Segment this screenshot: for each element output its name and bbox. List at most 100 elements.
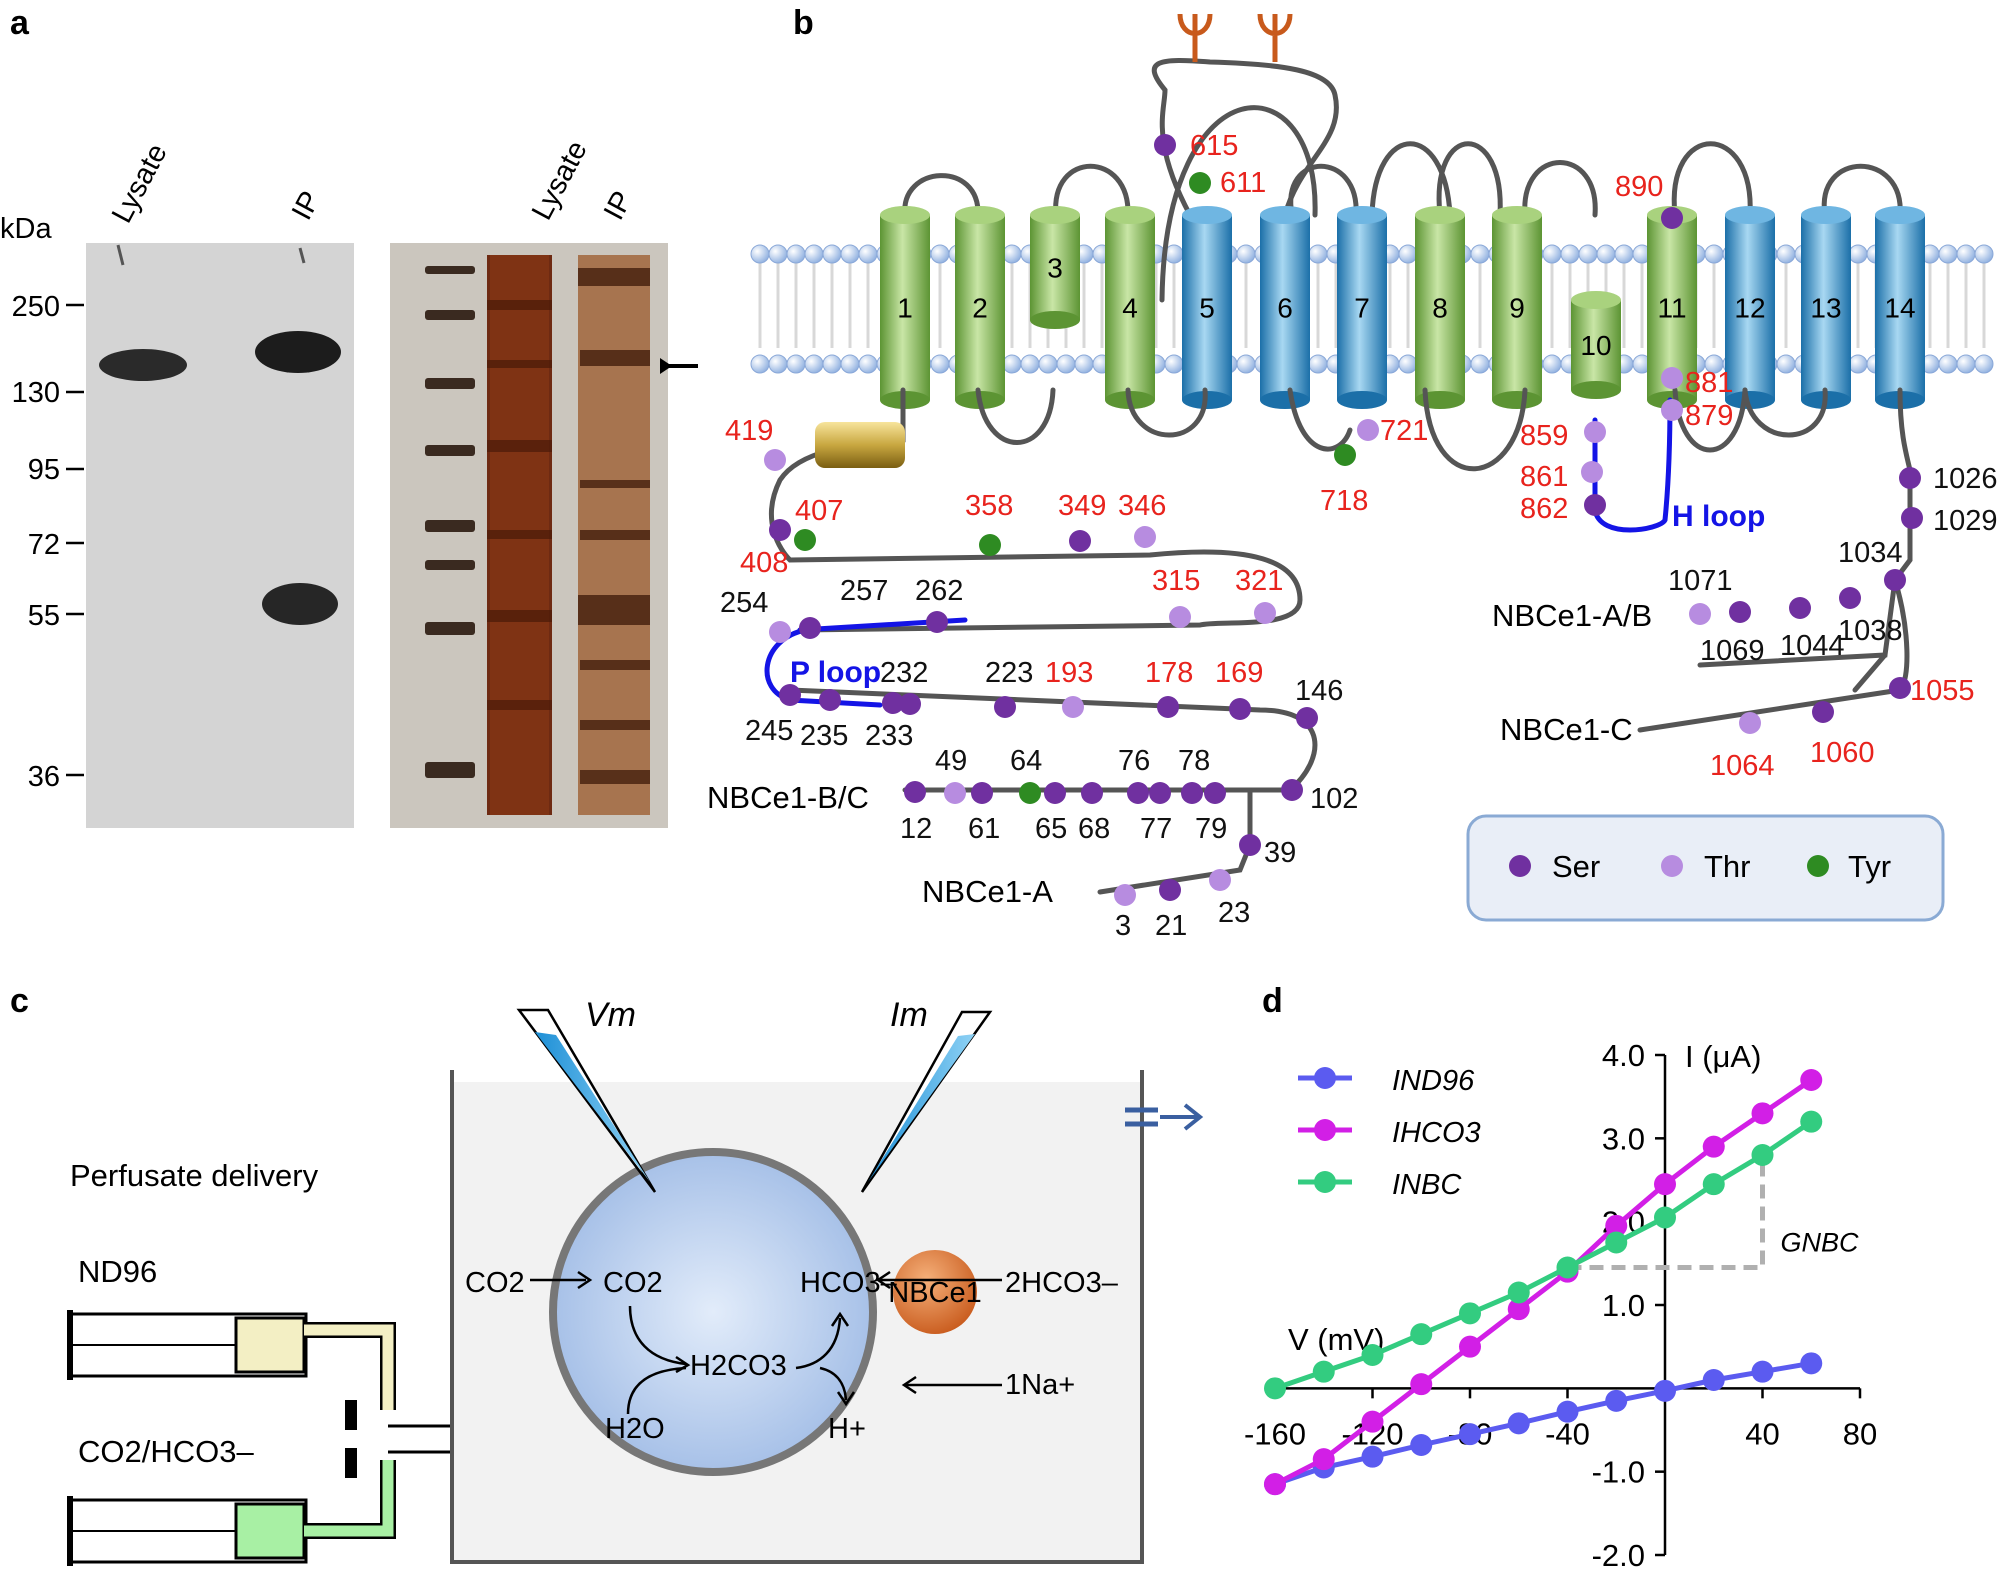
series-0-point [1751, 1360, 1774, 1383]
series-0-point [1556, 1400, 1579, 1423]
amphipathic-helix [815, 422, 905, 468]
site-1069-ser-dot [1729, 601, 1751, 623]
arrow-head-icon [660, 358, 672, 374]
h-ion: H+ [828, 1413, 866, 1445]
site-262-label: 262 [915, 575, 963, 607]
extracellular-loops [902, 58, 1903, 303]
site-23-thr-dot [1209, 869, 1231, 891]
site-79-ser-dot [1204, 782, 1226, 804]
iv-chart: -160-120-80-4040804.03.02.01.0-1.0-2.0I … [1244, 1038, 1877, 1573]
helix-3: 3 [1030, 206, 1080, 329]
series-2-point [1605, 1231, 1628, 1254]
y-tick-label: 4.0 [1602, 1038, 1645, 1073]
site-879-label: 879 [1685, 400, 1733, 432]
site-859-thr-dot [1584, 421, 1606, 443]
site-1064-label: 1064 [1710, 750, 1775, 782]
site-39-ser-dot [1239, 834, 1261, 856]
site-611-tyr-dot [1189, 172, 1211, 194]
panel-label-a: a [10, 4, 30, 42]
nbce1-label: NBCe1 [888, 1277, 982, 1309]
site-1034-label: 1034 [1838, 537, 1903, 569]
site-193-label: 193 [1045, 657, 1093, 689]
x-tick-label: -160 [1244, 1416, 1306, 1451]
site-419-thr-dot [764, 449, 786, 471]
site-1034-ser-dot [1884, 569, 1906, 591]
series-1-point [1702, 1135, 1725, 1158]
site-881-thr-dot [1661, 367, 1683, 389]
site-68-label: 68 [1078, 813, 1110, 845]
helix-label-6: 6 [1277, 293, 1293, 324]
site-721-thr-dot [1357, 419, 1379, 441]
vm-label: Vm [585, 996, 636, 1034]
site-39-label: 39 [1264, 837, 1296, 869]
series-2-point [1410, 1323, 1433, 1346]
site-78-ser-dot [1181, 782, 1203, 804]
site-407-tyr-dot [794, 529, 816, 551]
helix-label-13: 13 [1810, 293, 1841, 324]
site-408-label: 408 [740, 547, 788, 579]
site-232-ser-dot [882, 692, 904, 714]
site-615-label: 615 [1190, 130, 1238, 162]
site-64-tyr-dot [1019, 782, 1041, 804]
site-245-label: 245 [745, 715, 793, 747]
panel-label-b: b [793, 4, 814, 42]
mw-tick-36: 36 [28, 761, 60, 793]
site-23-label: 23 [1218, 897, 1250, 929]
isoform-nbce1-a: NBCe1-A [922, 874, 1053, 909]
site-346-thr-dot [1134, 526, 1156, 548]
site-223-ser-dot [994, 696, 1016, 718]
site-257-label: 257 [840, 575, 888, 607]
series-1-point [1654, 1173, 1676, 1196]
helix-label-5: 5 [1199, 293, 1215, 324]
site-193-thr-dot [1062, 696, 1084, 718]
site-49-label: 49 [935, 745, 967, 777]
gnbc-bracket [1567, 1155, 1765, 1270]
series-1-point [1751, 1102, 1774, 1125]
na-ion: 1Na+ [1005, 1369, 1075, 1401]
western-blot-image [86, 243, 354, 828]
series-2-point [1702, 1173, 1725, 1196]
site-1029-ser-dot [1901, 507, 1923, 529]
site-233-label: 233 [865, 720, 913, 752]
oocyte-cell [549, 1148, 877, 1476]
site-315-label: 315 [1152, 565, 1200, 597]
legend-tyr: Tyr [1848, 849, 1891, 884]
site-65-ser-dot [1044, 782, 1066, 804]
series-0-point [1654, 1379, 1676, 1402]
gel-lane-lysate: Lysate [526, 136, 594, 226]
site-615-ser-dot [1154, 134, 1176, 156]
site-65-label: 65 [1035, 813, 1067, 845]
legend-label-1: IHCO3 [1392, 1117, 1481, 1149]
h-loop-label: H loop [1672, 500, 1765, 533]
two-hco3: 2HCO3– [1005, 1267, 1119, 1299]
y-tick-label: -2.0 [1592, 1538, 1645, 1573]
site-78-label: 78 [1178, 745, 1210, 777]
site-235-label: 235 [800, 720, 848, 752]
series-0-point [1605, 1389, 1628, 1412]
site-1055-label: 1055 [1910, 675, 1975, 707]
reaction-scheme: CO2 CO2 H2CO3 H2O HCO3– H+ 2HCO3– 1Na+ [465, 1267, 1119, 1445]
site-718-tyr-dot [1334, 444, 1356, 466]
site-3-label: 3 [1115, 910, 1131, 942]
legend-thr: Thr [1704, 849, 1751, 884]
site-346-label: 346 [1118, 490, 1166, 522]
h-loop-path [1592, 397, 1673, 533]
site-1071-label: 1071 [1668, 565, 1733, 597]
mw-tick-95: 95 [28, 454, 60, 486]
site-1055-ser-dot [1889, 677, 1911, 699]
panel-label-d: d [1262, 982, 1283, 1020]
series-0-point [1459, 1423, 1481, 1446]
perfusate-label: Perfusate delivery [70, 1158, 319, 1193]
site-1038-label: 1038 [1838, 615, 1903, 647]
site-254-thr-dot [769, 621, 791, 643]
syringe-co2 [67, 1460, 396, 1566]
mw-tick-130: 130 [12, 377, 60, 409]
isoform-nbce1-c: NBCe1-C [1500, 712, 1633, 747]
site-879-thr-dot [1661, 399, 1683, 421]
series-0-point [1800, 1352, 1823, 1375]
site-223-label: 223 [985, 657, 1033, 689]
y-tick-label: 3.0 [1602, 1121, 1645, 1156]
site-861-thr-dot [1581, 461, 1603, 483]
series-1-point [1361, 1410, 1384, 1433]
mw-tick-250: 250 [12, 291, 60, 323]
